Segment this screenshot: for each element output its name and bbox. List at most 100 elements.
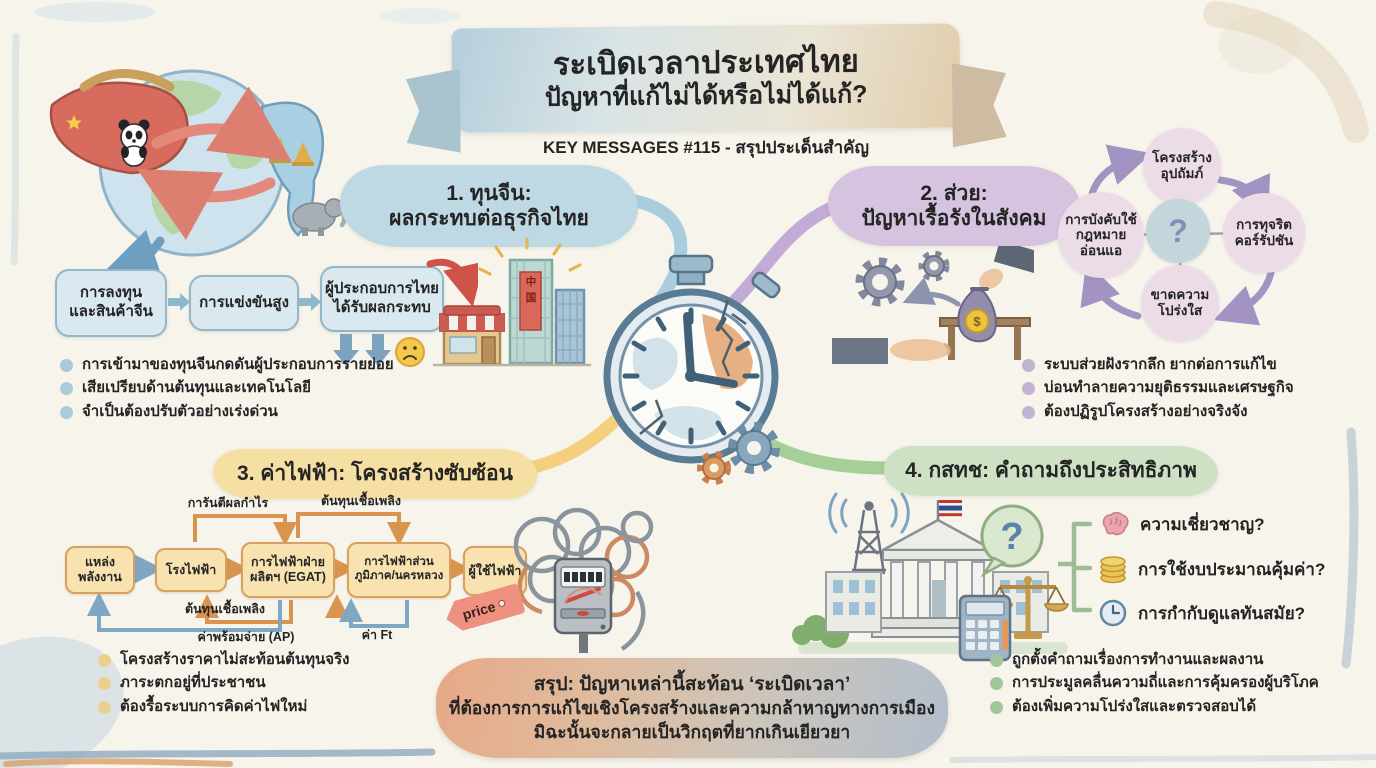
bullet-item: บ่อนทำลายความยุติธรรมและเศรษฐกิจ — [1022, 378, 1374, 398]
bullet-text: โครงสร้างราคาไม่สะท้อนต้นทุนจริง — [120, 651, 350, 668]
clock-icon — [1099, 599, 1127, 627]
cycle-arrow-icon — [1088, 144, 1152, 198]
cycle-node-weak-law: การบังคับใช้ กฎหมาย อ่อนแอ — [1058, 192, 1144, 278]
china-star-icon — [66, 115, 82, 130]
gear-icon — [855, 257, 905, 307]
panda-icon — [118, 119, 150, 167]
bullet-text: การประมูลคลื่นความถี่และการคุ้มครองผู้บร… — [1012, 674, 1319, 692]
bullet-text: บ่อนทำลายความยุติธรรมและเศรษฐกิจ — [1044, 379, 1294, 397]
electricity-flow-arrows — [87, 512, 472, 632]
bullet-text: ต้องปฏิรูปโครงสร้างอย่างจริงจัง — [1044, 402, 1248, 420]
label-fuel-cost-back: ต้นทุนเชื้อเพลิง — [185, 602, 265, 616]
bullet-dot-icon — [990, 654, 1003, 667]
title-banner: ระเบิดเวลาประเทศไทย ปัญหาที่แก้ไม่ได้หรื… — [451, 23, 961, 133]
shop-vs-towers-illustration — [432, 238, 592, 367]
pressure-arrow-icon — [426, 258, 478, 306]
flow-arrow-icon — [168, 293, 190, 311]
down-arrow-icon — [333, 334, 359, 366]
bullet-text: ต้องรื้อระบบการคิดค่าไฟใหม่ — [120, 697, 308, 715]
thai-shop — [439, 305, 505, 366]
antenna-tower-icon — [852, 501, 886, 575]
bullet-item: ระบบส่วยฝังรากลึก ยากต่อการแก้ไข — [1022, 355, 1374, 375]
bullet-text: ต้องเพิ่มความโปร่งใสและตรวจสอบได้ — [1012, 697, 1257, 715]
thai-flag-icon — [939, 500, 962, 517]
china-map — [49, 81, 189, 175]
bullet-item: ต้องรื้อระบบการคิดค่าไฟใหม่ — [98, 697, 458, 717]
minute-hand — [683, 312, 695, 380]
bullet-text: ระบบส่วยฝังรากลึก ยากต่อการแก้ไข — [1044, 356, 1277, 373]
great-wall-icon — [79, 69, 175, 92]
money-bag-icon: $ — [957, 286, 997, 343]
bullet-item: ถูกตั้งคำถามเรื่องการทำงานและผลงาน — [990, 650, 1376, 670]
tangled-wires — [513, 507, 654, 651]
clock-crown — [668, 254, 714, 274]
flow-box-egat: การไฟฟ้าฝ่าย ผลิตฯ (EGAT) — [241, 542, 335, 598]
bullet-dot-icon — [990, 700, 1003, 714]
bullet-item: ต้องเพิ่มความโปร่งใสและตรวจสอบได้ — [990, 697, 1376, 717]
flow-box-thai-entrepreneurs: ผู้ประกอบการไทย ได้รับผลกระทบ — [320, 266, 444, 332]
ft-loop — [339, 598, 409, 628]
question-text: การกำกับดูแลทันสมัย? — [1138, 603, 1306, 623]
electric-meter-icon — [553, 557, 613, 653]
trade-arrow-east — [151, 86, 292, 162]
bullet-dot-icon — [60, 359, 73, 372]
giver-sleeve — [993, 246, 1034, 274]
awning-stripes-icon — [440, 314, 504, 331]
ap-loop — [87, 592, 282, 632]
bullet-dot-icon — [98, 700, 111, 714]
bullet-item: ภาระตกอยู่ที่ประชาชน — [98, 673, 458, 693]
bullet-text: ถูกตั้งคำถามเรื่องการทำงานและผลงาน — [1012, 651, 1264, 668]
chinese-tower — [508, 258, 554, 365]
bullet-item: ต้องปฏิรูปโครงสร้างอย่างจริงจัง — [1022, 402, 1374, 422]
brain-icon — [1102, 511, 1129, 536]
bullet-dot-icon — [1022, 359, 1035, 372]
bullet-text: เสียเปรียบด้านต้นทุนและเทคโนโลยี — [82, 379, 311, 397]
bullet-item: การเข้ามาของทุนจีนกดดันผู้ประกอบการรายย่… — [60, 355, 460, 375]
summary-line2: ที่ต้องการการแก้ไขเชิงโครงสร้างและความกล… — [448, 698, 936, 719]
question-row-regulation: การกำกับดูแลทันสมัย? — [1098, 598, 1305, 628]
bullet-dot-icon — [1022, 405, 1035, 419]
label-ft: ค่า Ft — [361, 628, 393, 642]
question-row-budget: การใช้งบประมาณคุ้มค่า? — [1098, 554, 1325, 584]
guarantee-loop — [193, 514, 297, 546]
flow-box-china-investment: การลงทุน และสินค้าจีน — [55, 269, 167, 337]
summary-line1: สรุป: ปัญหาเหล่านี้สะท้อน ‘ระเบิดเวลา’ — [533, 673, 851, 695]
key-messages-label: KEY MESSAGES #115 - สรุปประเด็นสำคัญ — [542, 138, 870, 157]
crack-lines — [639, 299, 747, 435]
chinese-sign-label: 中 国 — [525, 276, 537, 305]
hour-hand — [687, 372, 738, 388]
section4-header: 4. กสทช: คำถามถึงประสิทธิภาพ — [884, 446, 1218, 496]
electricity-flow-diagram: การันตีผลกำไร ต้นทุนเชื้อเพลิง ต้นทุนเชื… — [55, 494, 535, 648]
bullet-dot-icon — [60, 382, 73, 396]
sun-rays-icon — [478, 238, 582, 276]
label-profit-guarantee: การันตีผลกำไร — [187, 496, 269, 510]
bullet-item: เสียเปรียบด้านต้นทุนและเทคโนโลยี — [60, 378, 460, 398]
calculator-icon — [958, 594, 1012, 662]
dollar-sign: $ — [973, 314, 981, 329]
gear-icon — [728, 422, 780, 474]
bullet-text: จำเป็นต้องปรับตัวอย่างเร่งด่วน — [82, 402, 278, 420]
price-tag-label: price — [460, 597, 498, 623]
signal-waves-icon — [828, 492, 910, 534]
gear-icon — [697, 451, 731, 485]
label-fuel-cost-top: ต้นทุนเชื้อเพลิง — [321, 494, 401, 508]
impact-arrow-down — [96, 229, 167, 270]
question-text: การใช้งบประมาณคุ้มค่า? — [1138, 559, 1326, 579]
regulator-building-illustration: ? — [792, 492, 1069, 662]
bullet-text: การเข้ามาของทุนจีนกดดันผู้ประกอบการรายย่… — [82, 356, 394, 373]
price-tag-hole-icon — [498, 599, 507, 608]
tangled-wires-meter-illustration — [513, 507, 654, 653]
cycle-node-corruption: การทุจริต คอร์รัปชัน — [1223, 193, 1305, 273]
government-building — [825, 500, 1049, 638]
bullet-dot-icon — [98, 677, 111, 691]
section3-bullets: โครงสร้างราคาไม่สะท้อนต้นทุนจริง ภาระตกอ… — [98, 650, 458, 717]
question-row-expertise: ความเชี่ยวชาญ? — [1098, 510, 1264, 538]
cycle-node-patronage: โครงสร้าง อุปถัมภ์ — [1143, 128, 1221, 204]
flow-box-competition: การแข่งขันสูง — [189, 275, 299, 331]
flow-box-power-plant: โรงไฟฟ้า — [155, 548, 227, 592]
summary-banner: สรุป: ปัญหาเหล่านี้สะท้อน ‘ระเบิดเวลา’ ท… — [436, 658, 948, 758]
elephant-icon — [292, 198, 347, 236]
clock-ticks — [622, 307, 760, 445]
bullet-dot-icon — [990, 677, 1003, 691]
